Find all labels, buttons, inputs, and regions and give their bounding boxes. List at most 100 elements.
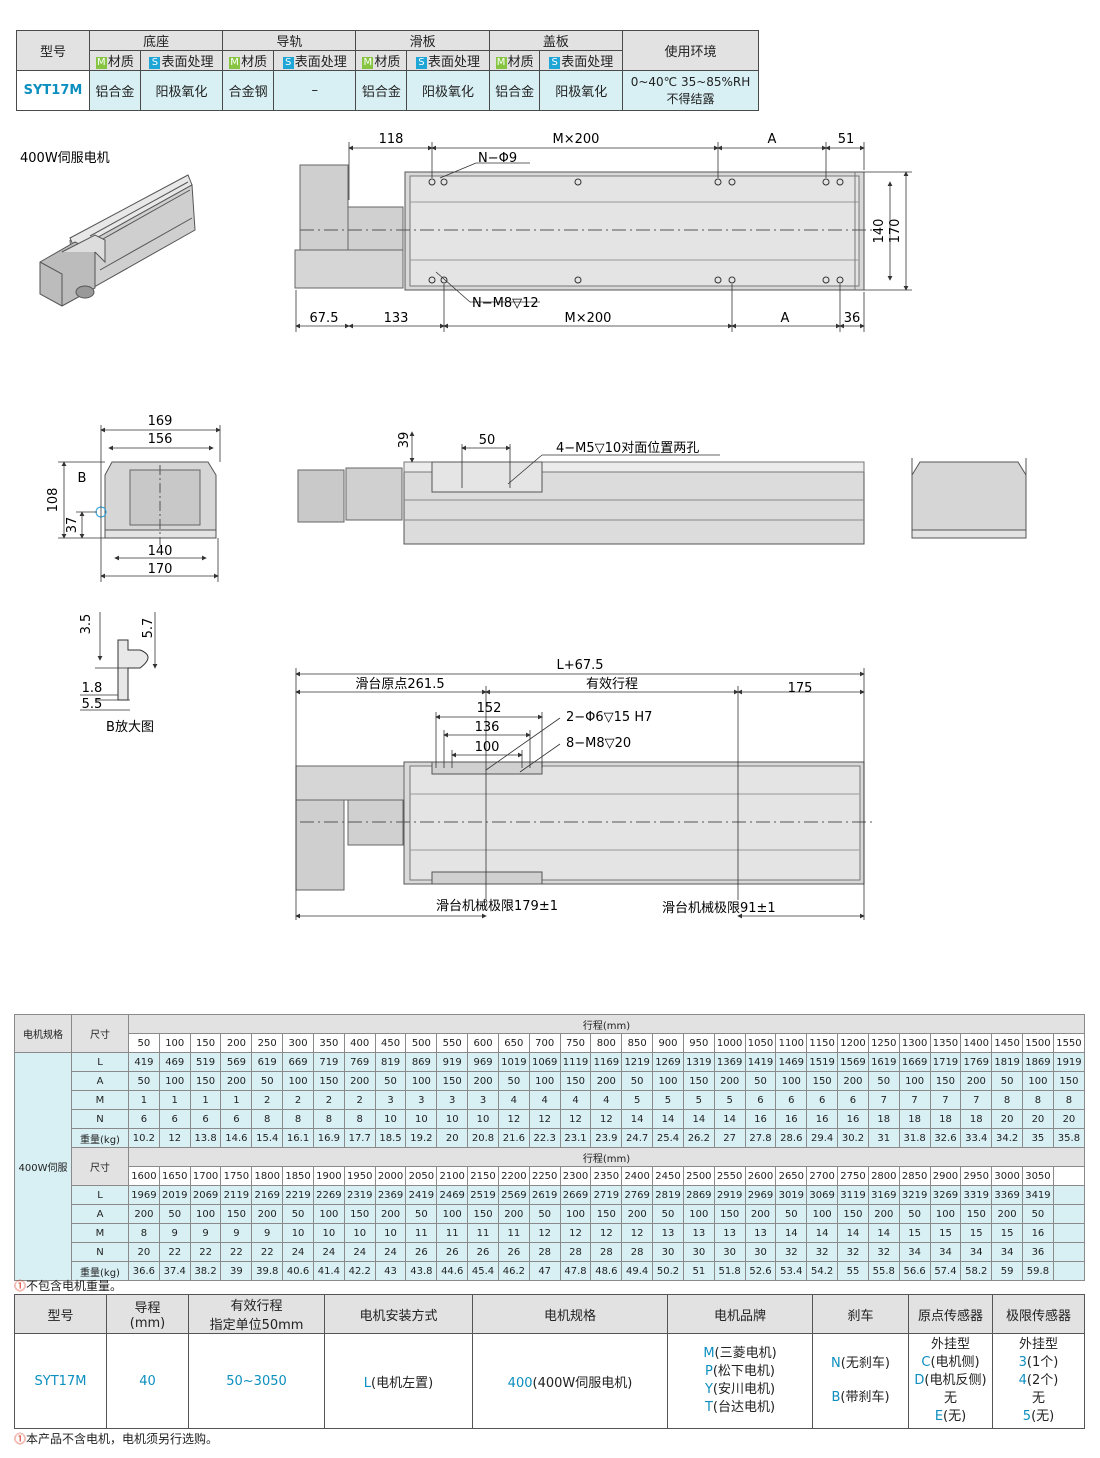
table-cell: 2569 [497,1185,530,1205]
table-cell: 16 [775,1109,808,1129]
table-cell: 6 [775,1090,808,1110]
dim-5-7: 5.7 [141,618,156,639]
dim-118: 118 [379,132,404,147]
dim-170-top: 170 [888,219,903,244]
stroke-value: 2950 [960,1166,993,1186]
table-cell: 3219 [898,1185,931,1205]
stroke-value: 1500 [1022,1033,1054,1053]
table-cell: 150 [837,1204,869,1224]
table-cell: 1069 [528,1052,561,1072]
table-cell: 100 [1022,1071,1054,1091]
table-cell: 2769 [621,1185,654,1205]
note-limit-left: 滑台机械极限179±1 [436,899,558,914]
table-cell: 1669 [898,1052,931,1072]
stroke-value: 1900 [312,1166,345,1186]
table-cell: 200 [467,1071,499,1091]
table-cell: 18 [898,1109,931,1129]
table-cell: 6 [128,1109,160,1129]
order-origin: 外挂型 C(电机侧) D(电机反侧) 无 E(无) [908,1333,993,1429]
table-cell: 34 [929,1242,962,1262]
stroke-value: 1200 [837,1033,869,1053]
table-cell: 969 [467,1052,499,1072]
table-cell: 43.8 [405,1261,438,1281]
table-cell: 30.2 [837,1128,869,1148]
table-cell: 2919 [713,1185,746,1205]
top-view: 118 M×200 A 51 N−Φ9 140 170 67.5 133 M×2… [294,132,912,332]
table-cell: 150 [590,1204,623,1224]
table-cell: 33.4 [960,1128,993,1148]
table-cell: 6 [744,1090,777,1110]
order-header-limit: 极限传感器 [992,1294,1085,1334]
table-cell: 200 [744,1204,777,1224]
order-lead: 40 [106,1333,189,1429]
table-cell: 53.4 [775,1261,808,1281]
note-m8-20: 8−M8▽20 [566,736,631,751]
table-cell: 36.6 [128,1261,160,1281]
table-cell: 22 [158,1242,191,1262]
dim-50: 50 [479,433,496,448]
note-m5: 4−M5▽10对面位置两孔 [556,441,699,456]
table-cell: 38.2 [189,1261,222,1281]
stroke-value: 1450 [991,1033,1024,1053]
table-cell: 39 [220,1261,253,1281]
dim-170-end: 170 [148,562,173,577]
table-cell: 24 [282,1242,314,1262]
row-label: N [71,1242,129,1262]
table-cell: 100 [189,1204,222,1224]
dim-100: 100 [475,740,500,755]
table-cell: 2369 [374,1185,407,1205]
table-cell: 150 [312,1071,345,1091]
dim-1-8: 1.8 [82,681,103,696]
stroke-value: 50 [128,1033,160,1053]
dim-67-5: 67.5 [310,311,339,326]
table-cell: 1969 [128,1185,160,1205]
table-cell: 36 [1022,1242,1054,1262]
table-cell: 1719 [929,1052,962,1072]
table-cell: 150 [436,1071,469,1091]
table-cell: 57.4 [929,1261,962,1281]
table-cell: 59 [991,1261,1024,1281]
table-cell: 11 [497,1223,530,1243]
table-cell: 1419 [744,1052,777,1072]
table-cell: 1369 [713,1052,746,1072]
dim-175: 175 [788,681,813,696]
table-cell: 2069 [189,1185,222,1205]
stroke-value: 550 [436,1033,469,1053]
stroke-value: 2100 [436,1166,469,1186]
table-cell: 8 [251,1109,284,1129]
table-cell: 20 [991,1109,1024,1129]
motor-note: ⓵本产品不含电机，电机须另行选购。 [14,1432,219,1446]
stroke-value: 200 [220,1033,253,1053]
stroke-value: 2250 [528,1166,561,1186]
table-cell: 14.6 [220,1128,253,1148]
table-cell: 7 [898,1090,931,1110]
table-cell: 20 [1052,1109,1086,1129]
table-cell: 26 [497,1242,530,1262]
base-material: 铝合金 [89,70,141,111]
order-brand: M(三菱电机) P(松下电机) Y(安川电机) T(台达电机) [667,1333,813,1429]
table-cell: 13 [744,1223,777,1243]
table-cell: 100 [806,1204,839,1224]
table-cell: 14 [837,1223,869,1243]
table-cell: 59.8 [1022,1261,1054,1281]
table-cell: 13 [682,1223,715,1243]
table-cell: 50 [867,1071,900,1091]
table-cell: 28 [528,1242,561,1262]
table-cell: 35.8 [1052,1128,1086,1148]
table-cell: 27.8 [744,1128,777,1148]
table-cell: 9 [189,1223,222,1243]
table-cell: 51.8 [713,1261,746,1281]
table-cell: 5 [682,1090,715,1110]
table-cell: 10 [374,1109,407,1129]
table-cell: 9 [251,1223,284,1243]
table-cell: 24 [374,1242,407,1262]
stroke-value: 600 [467,1033,499,1053]
table-cell: 2 [251,1090,284,1110]
stroke-value: 2600 [744,1166,777,1186]
table-cell: 3369 [991,1185,1024,1205]
order-mount: L(电机左置) [324,1333,473,1429]
stroke-value: 850 [621,1033,654,1053]
stroke-value: 1700 [189,1166,222,1186]
